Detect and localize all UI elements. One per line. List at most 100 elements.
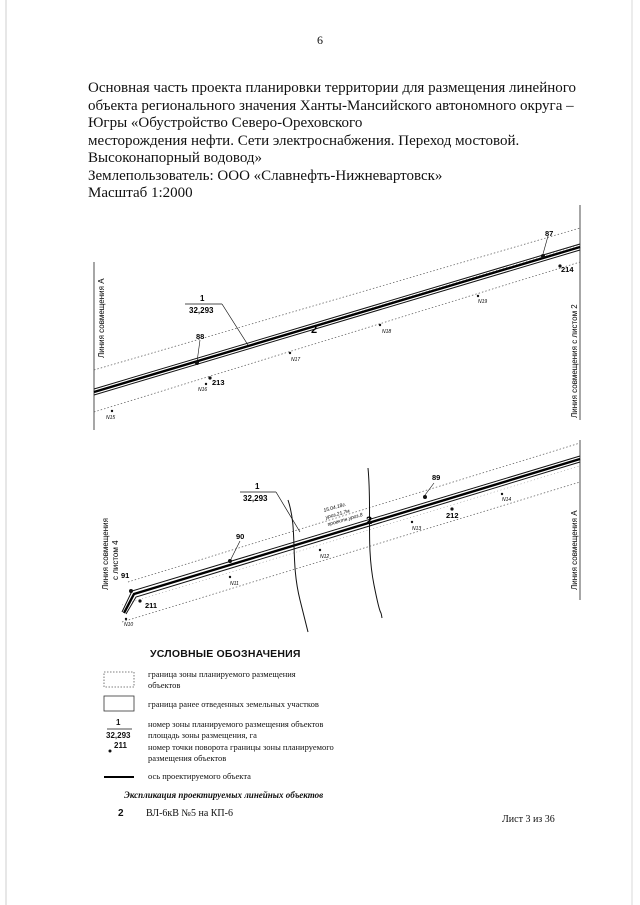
legend-text: номер зоны планируемого размещения объек… (148, 719, 324, 729)
scale-line: Масштаб 1:2000 (88, 185, 193, 201)
land-user-line: Землепользователь: ООО «Славнефть-Нижнев… (88, 167, 443, 184)
turn-point-213 (208, 376, 212, 380)
project-axis (93, 245, 581, 394)
point-leader (230, 540, 241, 560)
survey-label: N15 (106, 415, 115, 421)
zone-area-label: 32,293 (189, 306, 214, 315)
zone-label-leader (275, 491, 301, 533)
turn-point-symbol (108, 749, 112, 753)
legend-item-zone-boundary: граница зоны планируемого размещения объ… (148, 669, 296, 690)
turn-point-89 (423, 495, 427, 499)
zone-boundary-lower (121, 481, 581, 623)
bottom-map: 1 32,293 2 89 90 91 211 212 N10 N11 N12 … (101, 440, 581, 633)
page-number: 6 (317, 33, 323, 47)
point-label-87: 87 (545, 229, 553, 238)
sheet-label: Лист 3 из 36 (502, 814, 555, 825)
survey-point (410, 520, 414, 524)
legend-text: граница зоны планируемого размещения (148, 669, 296, 679)
point-label-211: 211 (145, 601, 157, 610)
point-leader (424, 482, 435, 496)
survey-label: N18 (382, 329, 391, 335)
legend-item-zone-number: номер зоны планируемого размещения объек… (148, 719, 323, 740)
survey-point (378, 323, 382, 327)
survey-point (288, 351, 292, 355)
right-alignment-label: Линия совмещения А (570, 510, 579, 590)
survey-point (500, 492, 504, 496)
title-line: объекта регионального значения Ханты-Ман… (88, 97, 574, 114)
legend-item-allotted-boundary: граница ранее отведенных земельных участ… (148, 699, 319, 710)
point-leader (542, 235, 549, 255)
corridor-edge-lower (125, 461, 581, 615)
legend-symbol-turn-point: 211 (114, 741, 127, 750)
left-alignment-label: с листом 4 (111, 540, 120, 580)
point-label-90: 90 (236, 532, 244, 541)
title-line: Основная часть проекта планировки террит… (88, 80, 577, 96)
survey-label: N19 (478, 299, 487, 305)
legend-symbol-zone-area: 32,293 (106, 731, 131, 740)
survey-label: N17 (291, 357, 300, 363)
survey-label: N10 (124, 622, 133, 628)
survey-point (204, 382, 208, 386)
explication-row-number: 2 (118, 808, 124, 819)
explication-heading: Экспликация проектируемых линейных объек… (124, 790, 324, 800)
project-axis (122, 457, 581, 614)
survey-point (476, 294, 480, 298)
turn-point-90 (228, 559, 232, 563)
legend-item-turn-point: номер точки поворота границы зоны планир… (148, 742, 334, 763)
turn-point-87 (541, 254, 545, 258)
crossing-line (367, 467, 383, 619)
legend-text: граница ранее отведенных земельных участ… (148, 699, 319, 709)
right-alignment-label: Линия совмещения с листом 2 (570, 304, 579, 418)
survey-point (110, 409, 114, 413)
corridor-edge-lower (93, 249, 581, 396)
title-line: Югры «Обустройство Северо-Ореховского (88, 115, 363, 131)
legend-text: номер точки поворота границы зоны планир… (148, 742, 334, 752)
survey-label: N16 (198, 387, 207, 393)
turn-point-212 (450, 507, 454, 511)
turn-point-91 (129, 589, 133, 593)
zone-boundary-upper (127, 442, 581, 583)
zone-boundary-symbol (103, 671, 135, 688)
title-line: месторождения нефти. Сети электроснабжен… (88, 132, 520, 149)
line-number-label: 2 (366, 515, 372, 527)
left-alignment-label: Линия совмещения А (97, 278, 106, 358)
survey-point (124, 617, 128, 621)
survey-point (318, 548, 322, 552)
legend-text: ось проектируемого объекта (148, 771, 251, 781)
zone-boundary-mid (121, 465, 581, 606)
top-map: 1 32,293 2 87 88 213 214 N15 N16 N17 N18… (93, 205, 581, 430)
line-number-label: 2 (311, 324, 317, 336)
legend-item-axis: ось проектируемого объекта (148, 771, 251, 782)
point-label-214: 214 (561, 265, 574, 274)
point-label-91: 91 (121, 571, 129, 580)
legend-heading: УСЛОВНЫЕ ОБОЗНАЧЕНИЯ (150, 648, 301, 660)
point-leader (196, 339, 201, 363)
document-title: Основная часть проекта планировки террит… (88, 80, 588, 203)
zone-number-label: 1 (255, 482, 260, 491)
zone-number-label: 1 (200, 294, 205, 303)
crossing-line (287, 499, 309, 633)
allotted-boundary-symbol (103, 695, 135, 712)
survey-label: N14 (502, 497, 511, 503)
point-label-213: 213 (212, 378, 225, 387)
legend-text: объектов (148, 679, 181, 690)
zone-boundary-lower (93, 261, 581, 413)
point-label-212: 212 (446, 511, 459, 520)
left-alignment-label: Линия совмещения (101, 518, 110, 590)
zone-label-leader (221, 303, 249, 346)
point-label-88: 88 (196, 332, 204, 341)
survey-label: N12 (320, 554, 329, 560)
legend-symbols (103, 671, 135, 778)
turn-point-88 (195, 361, 199, 365)
survey-point (228, 575, 232, 579)
point-label-89: 89 (432, 473, 440, 482)
corridor-edge-upper (93, 243, 581, 390)
zone-boundary-upper (93, 227, 581, 371)
legend-text: площадь зоны размещения, га (148, 729, 257, 740)
legend-text: размещения объектов (148, 752, 227, 763)
turn-point-214 (558, 264, 562, 268)
zone-area-label: 32,293 (243, 494, 268, 503)
explication-row-name: ВЛ-6кВ №5 на КП-6 (146, 808, 233, 819)
legend-symbol-zone-number: 1 (116, 718, 121, 727)
